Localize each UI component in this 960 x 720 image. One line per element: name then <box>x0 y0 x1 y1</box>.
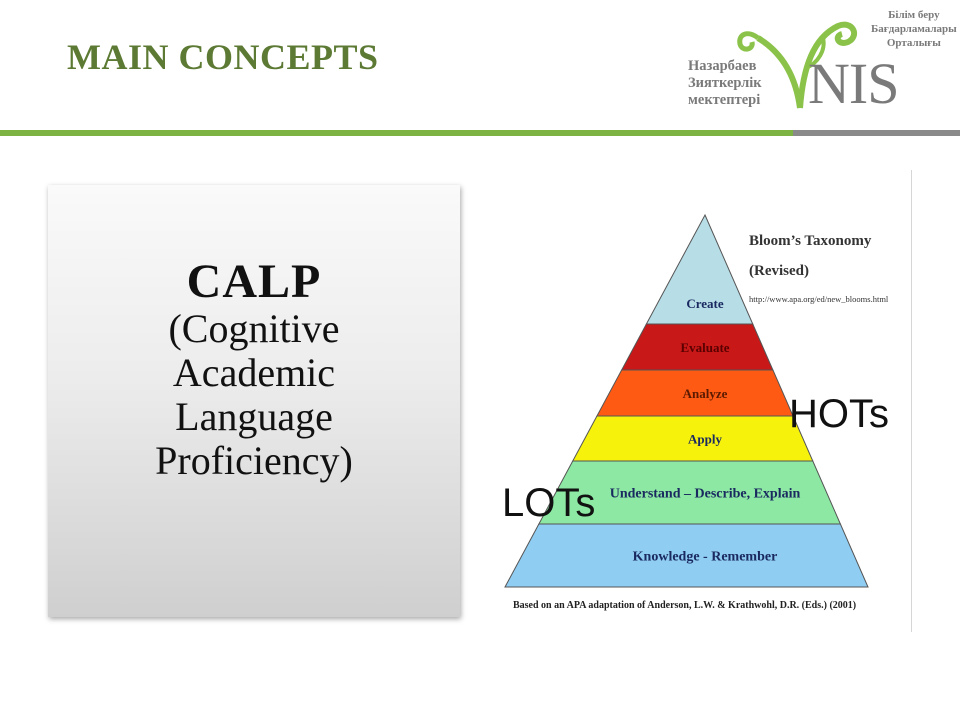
pyramid-level-label: Create <box>686 296 724 311</box>
nis-logo: Назарбаев Зияткерлік мектептері NIS Білі… <box>688 8 957 126</box>
pyramid-subheading: (Revised) <box>749 263 809 279</box>
pyramid-level-label: Knowledge - Remember <box>633 550 778 565</box>
pyramid-level-label: Understand – Describe, Explain <box>610 487 801 502</box>
header-rule <box>0 130 960 136</box>
sprout-icon <box>737 21 858 109</box>
page-title: MAIN CONCEPTS <box>67 37 379 77</box>
lots-label: LOTs <box>502 481 596 525</box>
logo-center-name: Білім беру Бағдарламалары Орталығы <box>871 9 957 49</box>
calp-line: Language <box>175 394 333 439</box>
calp-line: Academic <box>172 350 336 395</box>
calp-definition: CALP (Cognitive Academic Language Profic… <box>48 257 460 483</box>
calp-line: (Cognitive <box>168 306 340 351</box>
calp-title: CALP <box>186 255 322 308</box>
calp-box: CALP (Cognitive Academic Language Profic… <box>48 185 460 617</box>
pyramid-level-knowledge <box>504 523 869 588</box>
pyramid-caption: Based on an APA adaptation of Anderson, … <box>513 600 856 611</box>
pyramid-level-label: Apply <box>688 432 722 447</box>
logo-school-name: Назарбаев Зияткерлік мектептері <box>688 58 762 108</box>
hots-label: HOTs <box>789 392 889 436</box>
header-rule-gray <box>793 130 960 136</box>
pyramid-level-label: Analyze <box>683 386 728 401</box>
pyramid-heading: Bloom’s Taxonomy <box>749 233 872 249</box>
pyramid-level-label: Evaluate <box>680 340 729 355</box>
calp-line: Proficiency) <box>155 438 353 483</box>
pyramid-url: http://www.apa.org/ed/new_blooms.html <box>749 294 889 304</box>
logo-wordmark: NIS <box>808 51 899 116</box>
